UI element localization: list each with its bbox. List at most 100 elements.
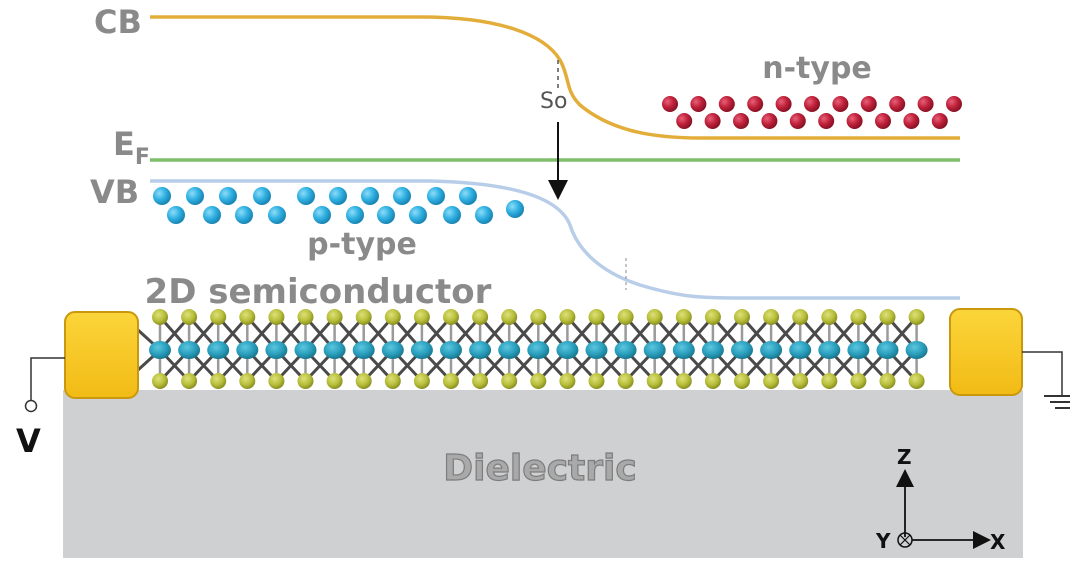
hole (153, 187, 171, 205)
chalcogen-atom (443, 373, 459, 389)
chalcogen-atom (879, 309, 896, 325)
chalcogen-atom (472, 309, 489, 325)
hole (203, 206, 221, 224)
chalcogen-atom (152, 309, 168, 325)
electron-group (662, 96, 962, 129)
chalcogen-atom (850, 309, 867, 325)
dielectric-label: Dielectric (443, 448, 636, 489)
hole (219, 187, 237, 205)
electron (875, 113, 891, 129)
electron (718, 96, 735, 112)
metal-atom (323, 341, 346, 359)
chalcogen-atom (792, 373, 809, 389)
chalcogen-atom (792, 309, 809, 325)
chalcogen-atom (210, 309, 227, 325)
metal-atom (585, 341, 608, 359)
metal-atom (149, 341, 171, 359)
y-axis-into-page-icon (897, 532, 913, 548)
chalcogen-atom (181, 373, 198, 389)
chalcogen-atom (617, 373, 634, 389)
valence-band-line (150, 179, 960, 300)
voltage-terminal-icon[interactable] (24, 399, 38, 413)
electron (832, 96, 849, 112)
hole-group (153, 187, 524, 224)
chalcogen-atom (821, 309, 838, 325)
junction-marker-label: So (540, 89, 567, 114)
chalcogen-atom (501, 373, 518, 389)
chalcogen-atom (501, 309, 518, 325)
ground-icon (1022, 351, 1070, 409)
chalcogen-atom (821, 373, 838, 389)
chalcogen-atom (704, 373, 721, 389)
chalcogen-atom (734, 373, 750, 389)
chalcogen-atom (646, 309, 663, 325)
metal-atom (847, 341, 870, 359)
chalcogen-atom (413, 373, 430, 389)
electron (946, 96, 962, 112)
chalcogen-atom (152, 373, 168, 389)
hole (235, 206, 253, 224)
electron (917, 96, 934, 112)
chalcogen-atom (413, 309, 430, 325)
y-axis-label: Y (875, 529, 891, 553)
chalcogen-atom (472, 373, 489, 389)
chalcogen-atom (355, 309, 372, 325)
metal-atom (527, 341, 550, 359)
vb-label: VB (90, 173, 139, 211)
metal-atom (876, 341, 899, 359)
chalcogen-atom (763, 373, 780, 389)
hole (443, 206, 461, 224)
ef-label-sub: F (135, 145, 150, 170)
hole (361, 187, 379, 205)
metal-atom (352, 341, 375, 359)
chalcogen-atom (326, 373, 343, 389)
chalcogen-atom (268, 309, 285, 325)
electron (775, 96, 792, 112)
metal-atom (672, 341, 695, 359)
metal-atom (207, 341, 230, 359)
2d-semiconductor-lattice (136, 309, 928, 389)
electron (889, 96, 906, 112)
x-axis-label: X (990, 530, 1006, 554)
chalcogen-atom (588, 309, 605, 325)
chalcogen-atom (763, 309, 780, 325)
metal-atom (265, 341, 288, 359)
electron (662, 96, 678, 112)
chalcogen-atom (617, 309, 634, 325)
hole (427, 187, 445, 205)
hole (346, 206, 364, 224)
metal-atom (440, 341, 462, 359)
left-contact[interactable] (64, 311, 139, 399)
metal-atom (789, 341, 812, 359)
right-contact[interactable] (949, 308, 1023, 396)
chalcogen-atom (326, 309, 343, 325)
hole (167, 206, 185, 224)
chalcogen-atom (734, 309, 750, 325)
hole (186, 187, 204, 205)
chalcogen-atom (181, 309, 198, 325)
electron (789, 113, 806, 129)
metal-atom (498, 341, 521, 359)
chalcogen-atom (384, 373, 401, 389)
chalcogen-atom (675, 373, 692, 389)
electron (846, 113, 863, 129)
chalcogen-atom (297, 309, 314, 325)
ef-label-main: E (113, 125, 135, 163)
metal-atom (760, 341, 783, 359)
metal-atom (614, 341, 637, 359)
electron (860, 96, 877, 112)
hole (313, 206, 331, 224)
metal-atom (381, 341, 404, 359)
chalcogen-atom (559, 373, 576, 389)
p-type-label: p-type (307, 227, 417, 262)
z-axis-label: Z (897, 445, 912, 469)
metal-atom (294, 341, 317, 359)
electron (704, 113, 721, 129)
hole (475, 206, 493, 224)
chalcogen-atom (530, 309, 547, 325)
chalcogen-atom (384, 309, 401, 325)
hole (393, 187, 411, 205)
metal-atom (236, 341, 259, 359)
chalcogen-atom (850, 373, 867, 389)
hole (459, 187, 477, 205)
